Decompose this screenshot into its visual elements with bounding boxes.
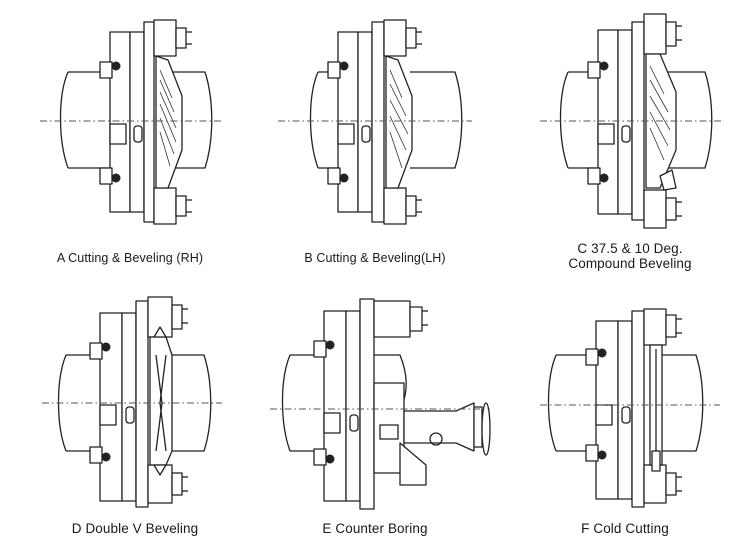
panel-c-caption-line-1: C 37.5 & 10 Deg. [577,241,683,256]
panel-f-cold-cutting: F Cold Cutting [500,275,750,550]
panel-d-double-v-beveling: D Double V Beveling [0,275,250,550]
panel-e-caption: E Counter Boring [322,521,428,536]
panel-b-caption: B Cutting & Beveling(LH) [304,251,446,265]
panel-f-caption: F Cold Cutting [581,521,669,536]
cutting-beveling-rh-drawing [40,19,222,225]
cutting-beveling-lh-drawing [278,19,472,225]
panel-c-compound-beveling: C 37.5 & 10 Deg. Compound Beveling [500,0,750,275]
panel-e-counter-boring: E Counter Boring [250,275,500,550]
panel-c-caption-line-2: Compound Beveling [568,256,692,271]
panel-a-cutting-beveling-rh: A Cutting & Beveling (RH) [0,0,250,275]
panel-a-caption: A Cutting & Beveling (RH) [56,251,204,265]
counter-boring-drawing [270,298,491,510]
compound-beveling-drawing [540,13,722,229]
double-v-beveling-drawing [42,296,222,508]
panel-d-caption: D Double V Beveling [71,521,199,536]
panel-b-cutting-beveling-lh: B Cutting & Beveling(LH) [250,0,500,275]
cold-cutting-drawing [540,308,720,508]
